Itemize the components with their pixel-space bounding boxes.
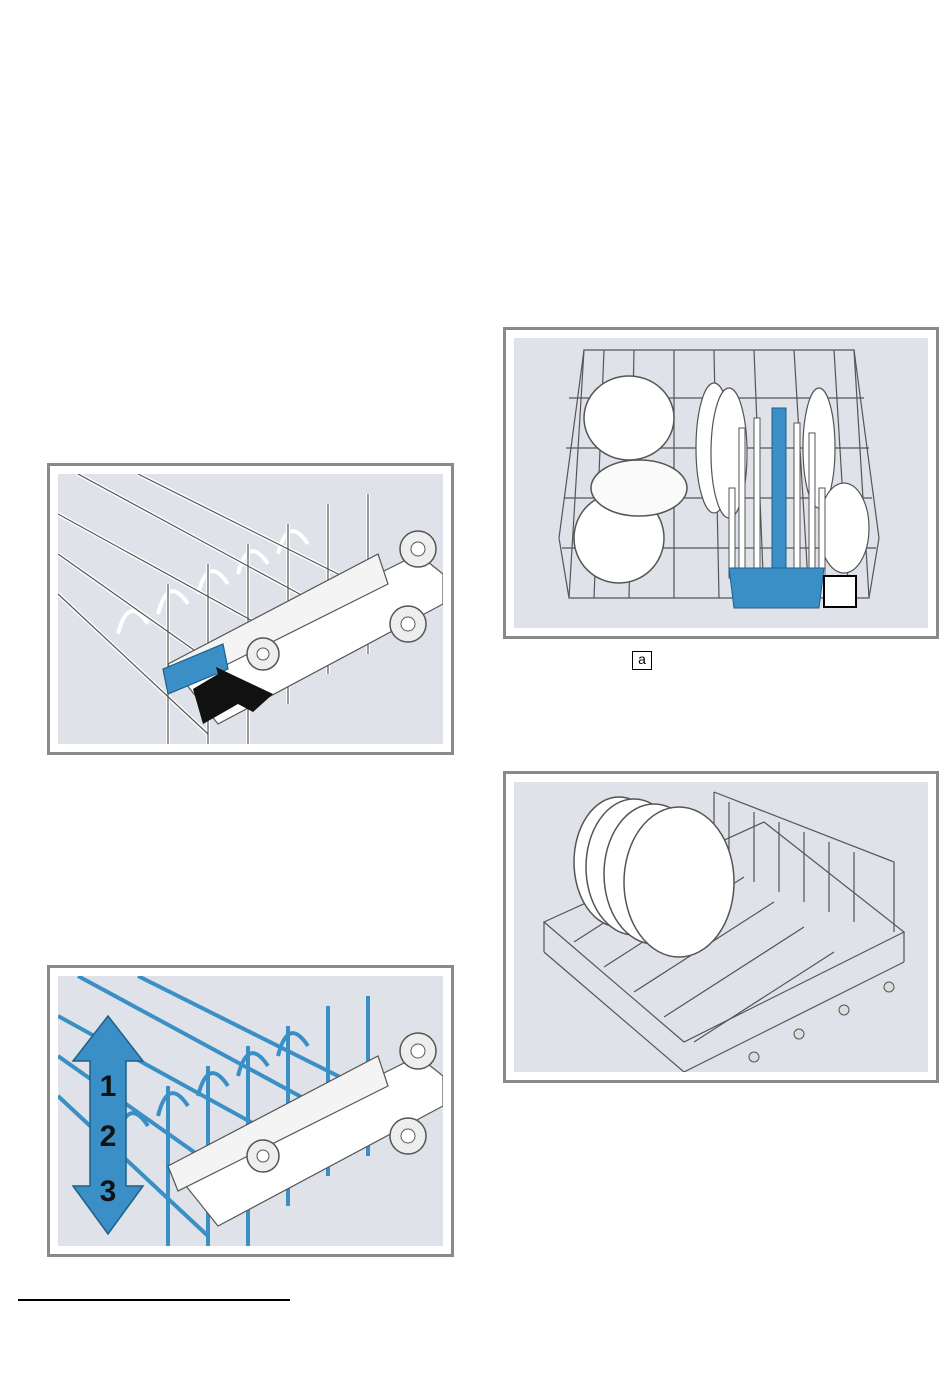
level-2-label: 2 [100, 1120, 117, 1153]
level-1-label: 1 [100, 1070, 117, 1103]
rack-height-figure: 1 2 3 [47, 965, 454, 1257]
rack-release-illustration [58, 474, 443, 744]
lower-basket-figure [503, 771, 939, 1083]
level-3-label: 3 [100, 1175, 117, 1208]
rack-release-figure [47, 463, 454, 755]
upper-basket-figure [503, 327, 939, 639]
lower-basket-illustration [514, 782, 928, 1072]
rack-height-illustration: 1 2 3 [58, 976, 443, 1246]
footnote-rule [18, 1299, 290, 1301]
legend-marker-a: a [632, 651, 652, 670]
upper-basket-illustration [514, 338, 928, 628]
basket-callout-box [823, 575, 857, 608]
